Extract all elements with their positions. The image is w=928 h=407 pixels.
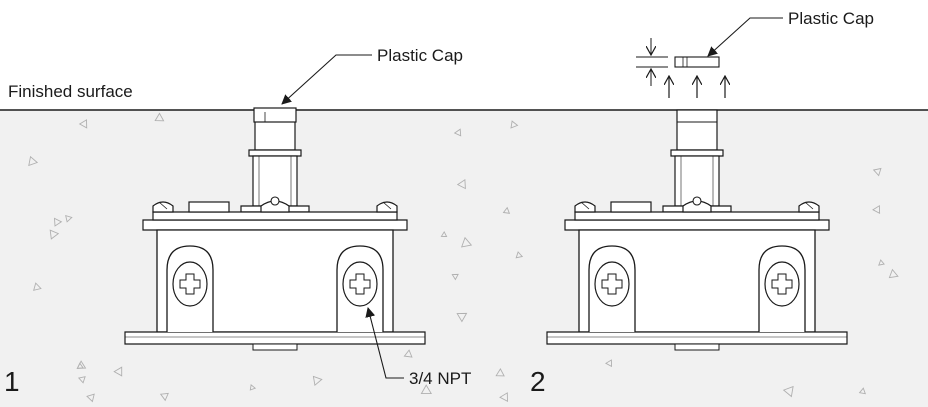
aggregate-speck [249, 384, 257, 391]
aggregate-speck [78, 119, 88, 129]
panel-1-assembly [124, 107, 426, 351]
aggregate-speck [154, 112, 165, 122]
plastic-cap-label-2: Plastic Cap [788, 9, 874, 28]
aggregate-speck [495, 367, 505, 377]
plastic-cap-removed [674, 56, 720, 68]
aggregate-speck [440, 230, 448, 237]
aggregate-speck [65, 214, 73, 223]
plastic-cap-label-1: Plastic Cap [377, 46, 463, 65]
npt-label: 3/4 NPT [409, 369, 471, 388]
aggregate-speck [453, 128, 462, 137]
aggregate-speck [782, 385, 794, 398]
aggregate-speck [872, 205, 881, 215]
aggregate-speck [456, 312, 468, 323]
aggregate-speck [456, 178, 466, 190]
aggregate-speck [76, 362, 84, 369]
aggregate-speck [33, 282, 42, 291]
aggregate-speck [499, 392, 508, 403]
aggregate-speck [888, 268, 899, 279]
aggregate-speck [86, 393, 95, 403]
aggregate-speck [858, 387, 866, 395]
aggregate-speck [49, 229, 60, 240]
aggregate-speck [604, 359, 612, 368]
aggregate-speck [77, 376, 86, 384]
callout-leaders [281, 17, 783, 379]
aggregate-speck [403, 349, 413, 358]
aggregate-speck [420, 384, 432, 395]
aggregate-speck [113, 366, 123, 377]
concrete-aggregate [28, 112, 899, 403]
cap-thickness-dimension [636, 38, 668, 86]
aggregate-speck [28, 155, 39, 167]
finished-surface-label: Finished surface [8, 82, 133, 101]
aggregate-speck [159, 392, 169, 402]
aggregate-speck [451, 273, 459, 281]
aggregate-speck [878, 259, 885, 266]
aggregate-speck [461, 236, 473, 248]
aggregate-speck [510, 120, 519, 129]
lift-arrows [669, 76, 725, 98]
step-2-number: 2 [530, 366, 546, 397]
aggregate-speck [872, 167, 882, 177]
aggregate-speck [515, 251, 524, 259]
aggregate-speck [312, 375, 323, 387]
aggregate-speck [53, 217, 63, 227]
step-1-number: 1 [4, 366, 20, 397]
aggregate-speck [502, 206, 511, 214]
